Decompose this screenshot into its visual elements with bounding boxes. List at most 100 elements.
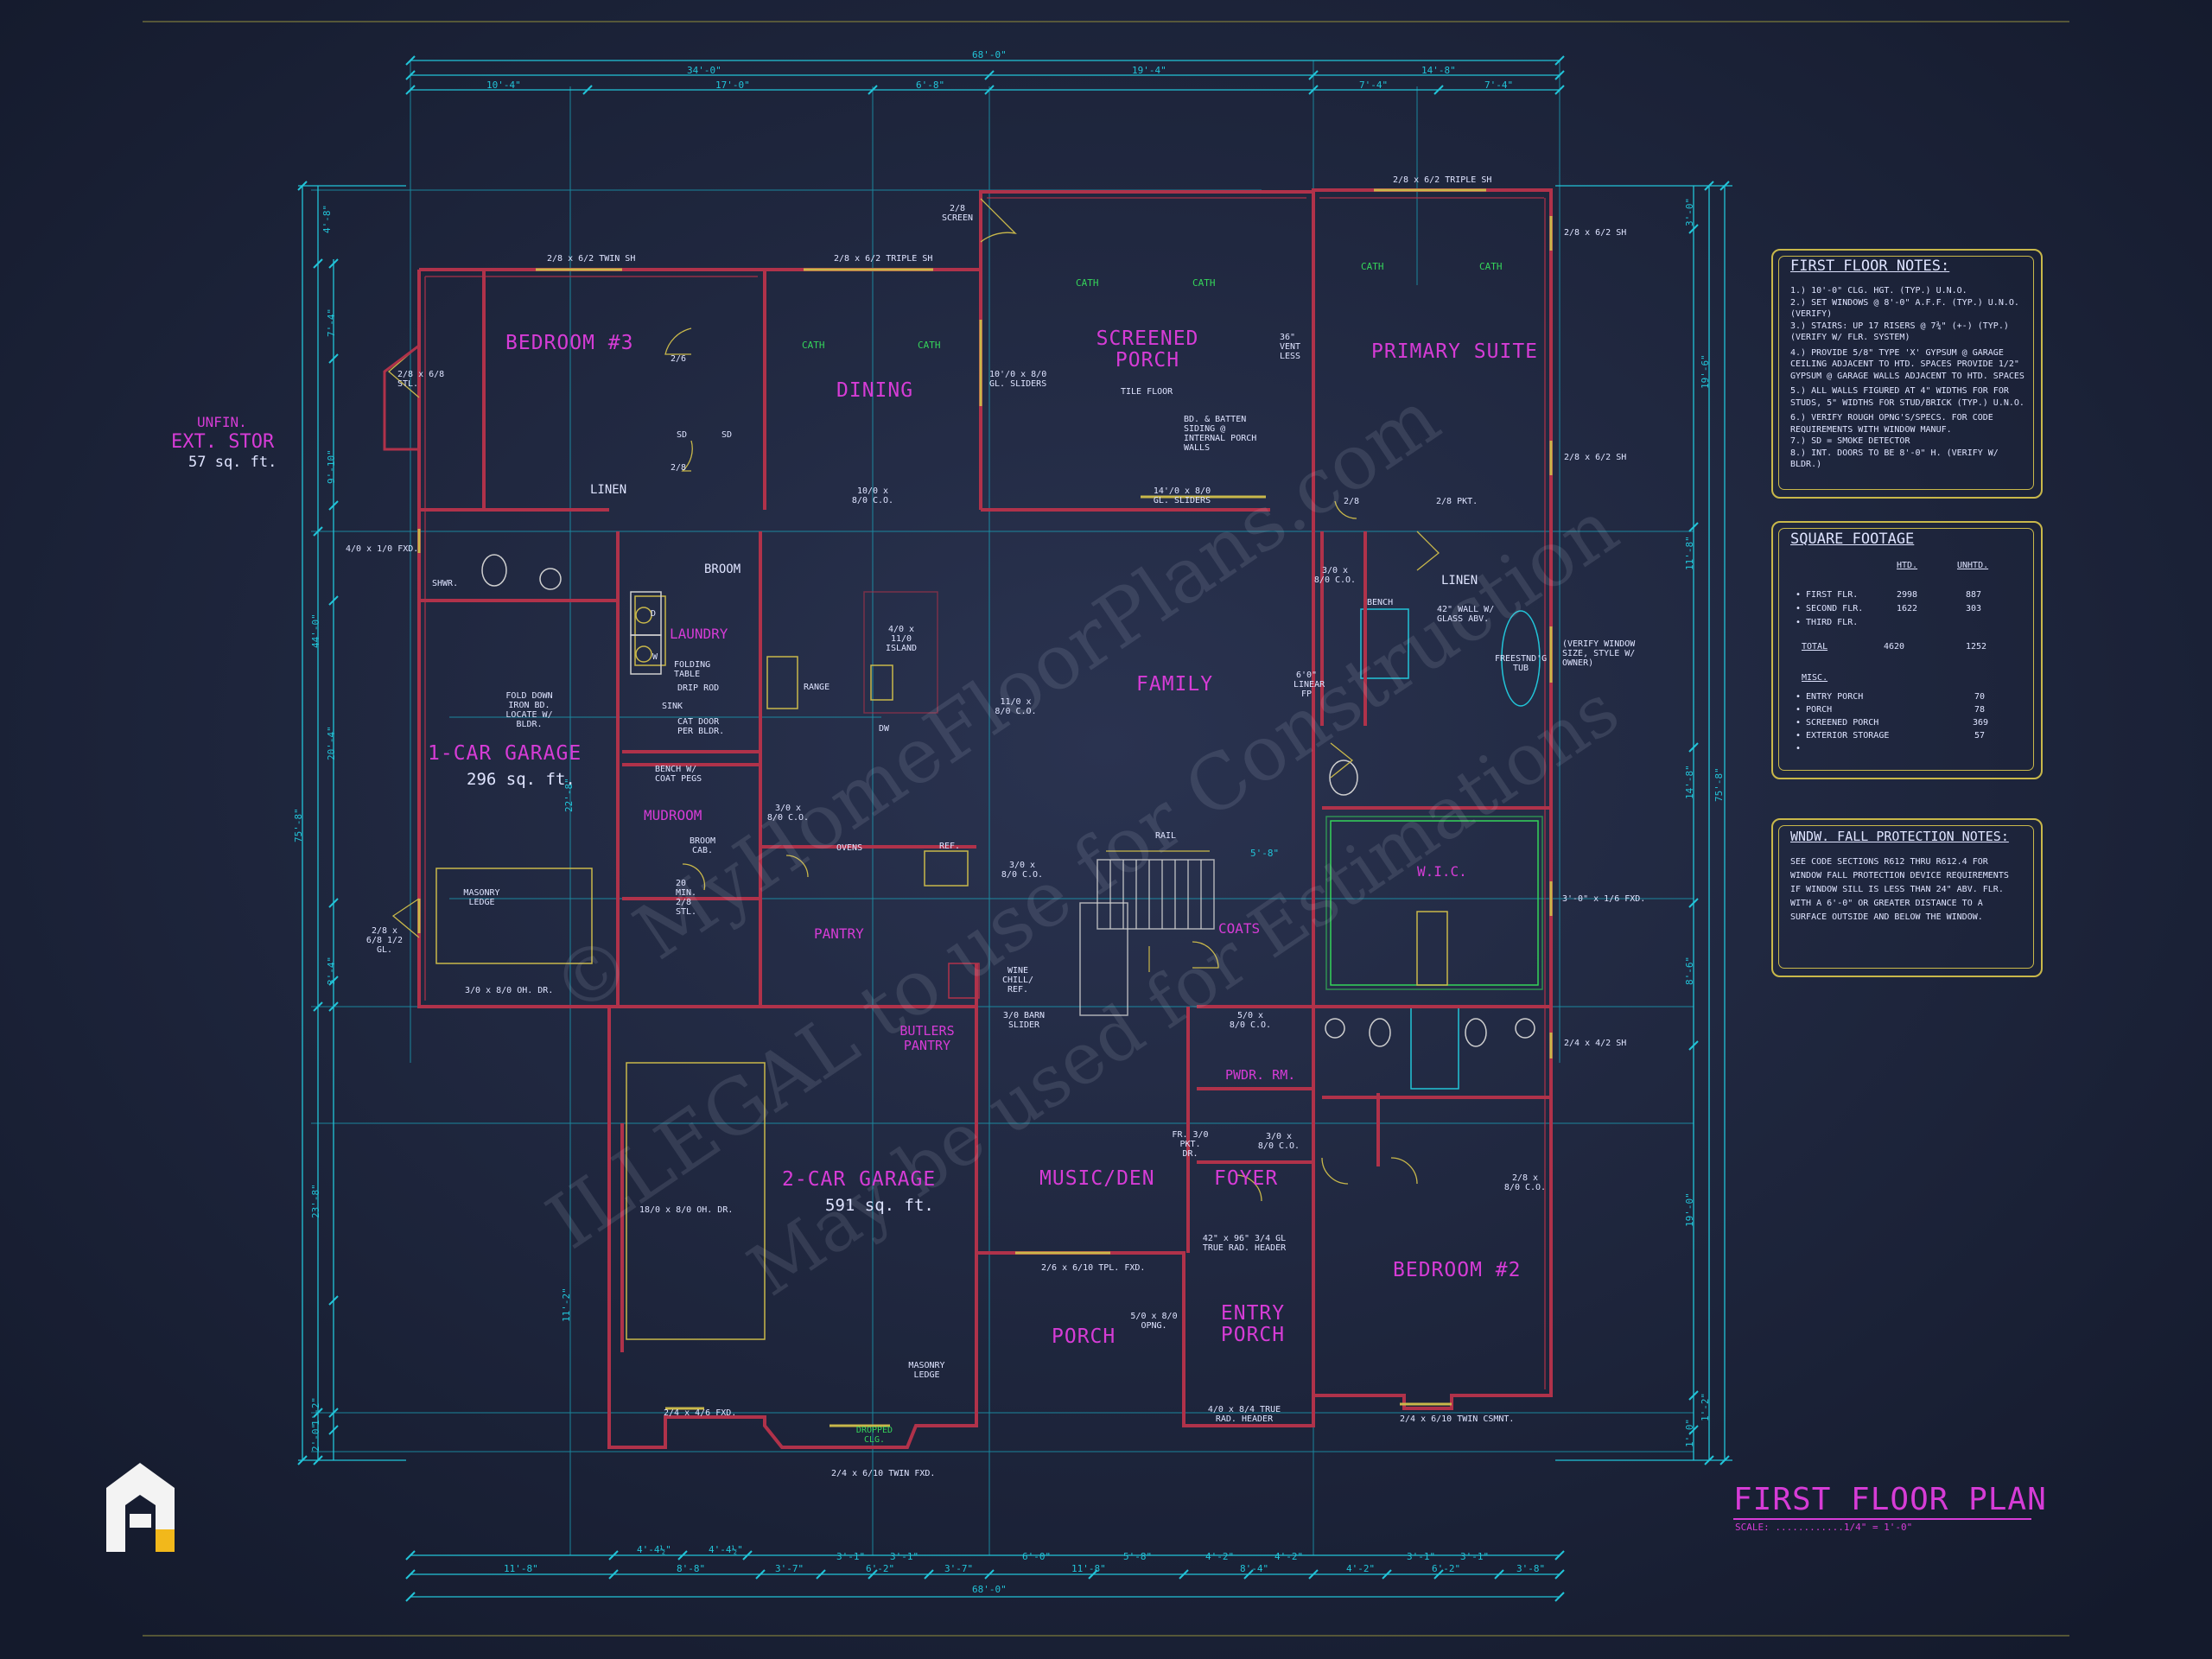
dim-top-row2-0: 34'-0" [687,65,721,76]
sqft-row-1-htd: 2998 [1897,590,1918,600]
callout-stl: 2/8 x 6/8 STL. [397,370,445,389]
sqft-row-total-label: TOTAL [1802,642,1828,652]
dim-bottom-4: 6'-2" [866,1563,895,1574]
room-label-pantry: PANTRY [814,925,864,942]
right-dimensions [1555,181,1732,1465]
callout-masonry-ledge-2: MASONRY LEDGE [908,1361,945,1380]
dim-overall-bottom: 68'-0" [972,1584,1007,1595]
callout-5-8: 5'-8" [1250,848,1280,859]
dim-right-1: 19'-6" [1700,354,1711,389]
room-label-foyer: FOYER [1214,1167,1279,1190]
dim-bottom-12: 4'-2" [1274,1551,1304,1562]
ext-storage-label-2: EXT. STOR [171,431,275,453]
dim-left-5: 22'-8" [563,778,575,812]
room-label-wic: W.I.C. [1417,863,1467,880]
callout-2: 2/8 x 6/2 TRIPLE SH [1393,175,1492,185]
room-label-bedroom-3: BEDROOM #3 [505,332,634,354]
callout-cat-door: CAT DOOR PER BLDR. [677,717,725,736]
callout-0: 2/8 x 6/2 TWIN SH [547,254,636,264]
callout-5-0-co: 5/0 x 8/0 C.O. [1229,1011,1272,1030]
dim-top-row3-4: 7'-4" [1484,79,1514,91]
callout-range: RANGE [804,683,830,692]
sqft-row-3-label: • THIRD FLR. [1796,618,1859,627]
room-label-coats: COATS [1218,920,1261,937]
callout-wall-glass: 42" WALL W/ GLASS ABV. [1437,605,1495,624]
callout-shwr-1: SHWR. [432,579,459,588]
dim-bottom-10: 4'-2" [1205,1551,1235,1562]
dim-bottom-9: 5'-8" [1123,1551,1153,1562]
left-dimensions [297,181,406,1465]
dim-left-0: 4'-8" [321,204,333,233]
callout-3-0-co-d: 3/0 x 8/0 C.O. [1257,1132,1300,1151]
room-label-butlers-pantry: BUTLERS PANTRY [899,1023,955,1053]
dim-bottom-8: 11'-8" [1071,1563,1106,1574]
dim-bottom-2: 3'-7" [775,1563,804,1574]
plan-title: FIRST FLOOR PLAN [1733,1482,2047,1517]
sqft-misc-5-label: • [1796,744,1802,753]
first-floor-notes-list: 1.) 10'-0" CLG. HGT. (TYP.) U.N.O. 2.) S… [1790,285,2028,471]
callout-twin-csmnt: 2/4 x 6/10 TWIN CSMNT. [1400,1414,1515,1424]
callout-oh-dr-2: 18/0 x 8/0 OH. DR. [639,1205,734,1215]
dim-right-5: 19'-0" [1684,1192,1695,1227]
callout-iron-bd: FOLD DOWN IRON BD. LOCATE W/ BLDR. [505,691,553,729]
top-dimensions [405,55,1565,95]
dim-left-10: 2'-0" [310,1422,321,1452]
callout-4-0-fxd: 4/0 x 1/0 FXD. [346,544,419,554]
note-5: 5.) ALL WALLS FIGURED AT 4" WIDTHS FOR F… [1790,386,2024,408]
dim-bottom-row1-0: 4'-4½" [637,1544,671,1555]
callout-3-0-co-b: 3/0 x 8/0 C.O. [766,804,810,823]
dim-top-row3-0: 10'-4" [486,79,521,91]
callout-rail: RAIL [1155,831,1177,841]
callout-2-8-pkt: 2/8 PKT. [1436,497,1478,506]
sqft-misc-1-value: 70 [1974,692,1986,702]
sheet-border [143,21,2069,1637]
dim-overall-top: 68'-0" [972,49,1007,60]
dim-bottom-1: 8'-8" [677,1563,706,1574]
dim-left-7: 23'-8" [310,1184,321,1218]
sqft-misc-title: MISC. [1802,673,1828,683]
callout-tub: FREESTND'G TUB [1495,654,1548,673]
callout-dw: DW [879,724,890,734]
room-label-dining: DINING [836,379,914,402]
sqft-col-unhtd: UNHTD. [1957,561,1989,570]
room-label-family: FAMILY [1136,673,1214,696]
sqft-row-1-label: • FIRST FLR. [1796,590,1859,600]
callout-dropped-clg: DROPPED CLG. [855,1426,893,1445]
dim-left-9: 1'-2" [310,1396,321,1426]
callout-3-0-co-c: 3/0 x 8/0 C.O. [1001,861,1044,880]
callout-twin-fxd: 2/4 x 6/10 TWIN FXD. [831,1469,936,1478]
dim-right-3: 14'-8" [1684,765,1695,799]
window-fall-title: WNDW. FALL PROTECTION NOTES: [1790,829,2009,844]
dim-top-row2-1: 19'-4" [1132,65,1166,76]
callout-rad-header-2: 4/0 x 8/4 TRUE RAD. HEADER [1207,1405,1281,1424]
sqft-col-htd: HTD. [1897,561,1918,570]
dim-left-1: 7'-4" [326,308,337,337]
dim-top-row3-3: 7'-4" [1359,79,1389,91]
dim-top-row2-2: 14'-8" [1421,65,1456,76]
sqft-row-2-unhtd: 303 [1966,604,1982,613]
dim-right-overall: 75'-8" [1713,767,1725,802]
door-swings [388,198,1440,1202]
sqft-row-total-htd: 4620 [1884,642,1905,652]
window-fall-inner [1778,825,2034,969]
callout-2-8-primary: 2/8 [1344,497,1360,506]
callout-3: 2/8 SCREEN [941,204,974,223]
ext-storage-area: 57 sq. ft. [188,454,277,471]
room-label-2-car-garage: 2-CAR GARAGE [782,1168,937,1191]
first-floor-notes-inner [1778,256,2034,490]
callout-drip-rod: DRIP ROD [677,683,720,693]
callout-cath-6: CATH [1479,261,1503,272]
callout-masonry-ledge-1: MASONRY LEDGE [463,888,500,907]
note-7: 7.) SD = SMOKE DETECTOR [1790,436,1910,446]
callout-11-0-co: 11/0 x 8/0 C.O. [995,697,1037,716]
room-label-entry-porch: ENTRY PORCH [1220,1302,1286,1347]
fixtures [435,554,1543,1340]
dim-right-0: 3'-0" [1684,197,1695,226]
screened-porch-floor-note: TILE FLOOR [1121,387,1173,397]
square-footage-title: SQUARE FOOTAGE [1790,531,1915,548]
callout-pkt-dr: FR. 3/0 PKT. DR. [1172,1130,1209,1159]
note-1: 1.) 10'-0" CLG. HGT. (TYP.) U.N.O. [1790,286,1967,296]
callout-wine-chill: WINE CHILL/ REF. [1001,966,1034,995]
callout-4b: 2/8 x 6/2 SH [1564,453,1627,462]
